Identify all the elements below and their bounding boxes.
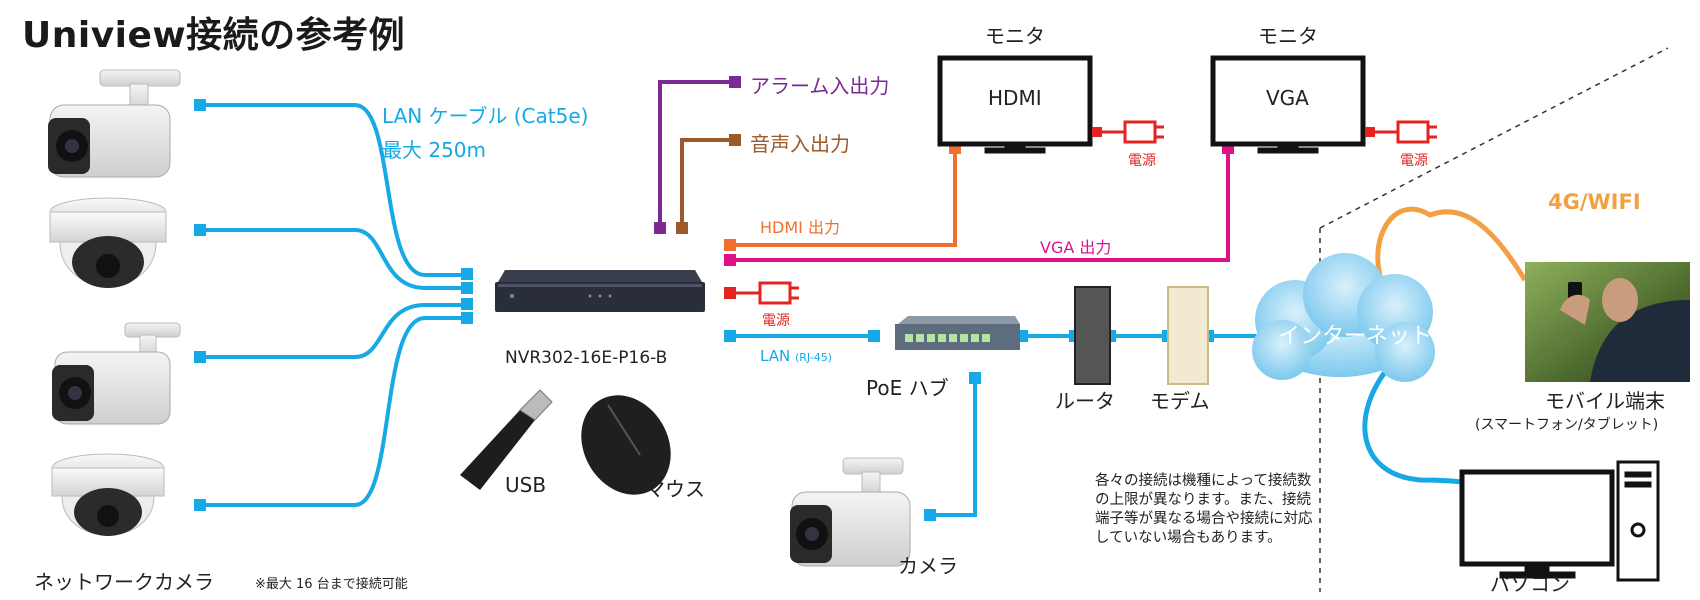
mouse-icon [581, 395, 671, 495]
poe-switch-icon [895, 316, 1020, 350]
page-title: Uniview接続の参考例 [22, 15, 406, 56]
compatibility-note: 各々の接続は機種によって接続数の上限が異なります。また、接続端子等が異なる場合や… [1095, 473, 1313, 546]
max-cameras-note: ※最大 16 台まで接続可能 [255, 577, 408, 592]
power-label-nvr: 電源 [762, 313, 790, 329]
monitor-label-2: モニタ [1258, 24, 1318, 48]
lan-rj45-label: LAN (RJ-45) [760, 347, 833, 365]
bullet-camera-icon [52, 322, 181, 425]
router-label: ルータ [1055, 389, 1115, 413]
mobile-label: モバイル端末 [1545, 389, 1665, 413]
cloud-icon [1252, 253, 1435, 382]
usb-label: USB [505, 473, 547, 497]
power-label-hdmi-monitor: 電源 [1128, 153, 1156, 169]
hdmi-screen-label: HDMI [988, 86, 1042, 110]
pc-label: パソコン [1490, 572, 1570, 596]
alarm-io-label: アラーム入出力 [750, 74, 890, 98]
vga-screen-label: VGA [1266, 86, 1309, 110]
power-plug-icon [1095, 120, 1164, 144]
vga-out-label: VGA 出力 [1040, 238, 1112, 257]
router-icon [1074, 286, 1111, 385]
power-label-vga-monitor: 電源 [1400, 153, 1428, 169]
dome-camera-icon [51, 453, 165, 536]
poe-hub-label: PoE ハブ [866, 376, 949, 400]
bullet-camera-icon [48, 69, 181, 178]
dome-camera-icon [49, 197, 167, 288]
smartphone-photo-icon [1525, 262, 1690, 382]
wifi-arc-pc [1362, 370, 1463, 485]
nvr-icon [495, 270, 705, 312]
internet-label: インターネット [1278, 324, 1433, 349]
nvr-model-label: NVR302-16E-P16-B [505, 348, 668, 368]
modem-icon [1167, 286, 1209, 385]
power-plug-icon [758, 281, 799, 305]
power-plug-icon [1368, 120, 1437, 144]
modem-label: モデム [1150, 389, 1210, 413]
desktop-pc-icon [1459, 460, 1660, 582]
monitor-label-1: モニタ [985, 24, 1045, 48]
poe-camera-label: カメラ [898, 554, 958, 578]
lan-cables-cameras [200, 103, 468, 507]
network-camera-label: ネットワークカメラ [34, 570, 214, 594]
wifi-arc-mobile [1375, 206, 1528, 302]
monitor-icon [937, 55, 1093, 154]
lan-max-label: 最大 250m [382, 138, 487, 162]
hdmi-out-label: HDMI 出力 [760, 218, 840, 237]
audio-io-label: 音声入出力 [750, 132, 850, 156]
mobile-sub-label: (スマートフォン/タブレット) [1475, 417, 1659, 433]
lan-cable-label: LAN ケーブル (Cat5e) [382, 104, 589, 128]
bullet-camera-icon [790, 457, 911, 567]
wifi-label: 4G/WIFI [1548, 190, 1641, 214]
usb-drive-icon [460, 389, 553, 490]
lan-connectors-cameras [194, 99, 473, 511]
monitor-icon [1210, 55, 1366, 154]
mouse-label: マウス [645, 477, 705, 501]
